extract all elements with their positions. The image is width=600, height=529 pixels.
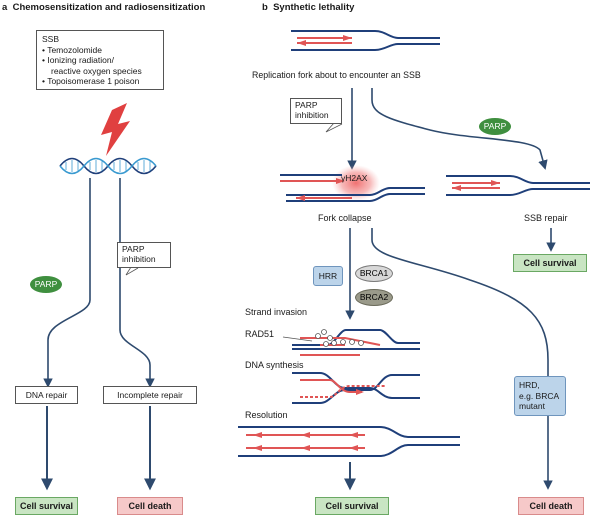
ssb-box: SSB Temozolomide Ionizing radiation/ rea… [36,30,164,90]
hrd-box: HRD, e.g. BRCA mutant [514,376,566,416]
collapsed-fork [280,174,425,202]
fork-collapse-label: Fork collapse [318,213,372,223]
ssb-item: reactive oxygen species [51,65,142,76]
cell-survival-bottom: Cell survival [315,497,389,515]
strand-invasion-label: Strand invasion [245,307,308,317]
resolution-graphic [238,426,460,457]
panel-a-letter: a [2,2,8,13]
rad51-beads [315,329,364,347]
incomplete-repair-box: Incomplete repair [103,386,197,404]
parp-inhibition-line: inhibition [295,109,329,120]
ssb-box-title: SSB [42,34,60,44]
rad51-label: RAD51 [245,329,275,339]
parp-inhibition-callout-a: PARP inhibition [117,242,171,268]
resolution-label: Resolution [245,410,288,420]
panel-b-letter: b [262,2,268,13]
dna-synthesis-label: DNA synthesis [245,360,304,370]
replication-fork-top [291,30,440,51]
ssb-repair-fork [446,175,590,196]
dna-helix [59,157,157,175]
parp-inhibition-line: PARP [122,244,145,254]
cell-death-b: Cell death [518,497,584,515]
hrd-line: e.g. BRCA [519,390,560,401]
arrow-to-incomplete-repair [119,178,155,388]
parp-inhibition-line: PARP [295,100,318,110]
parp-oval-b: PARP [479,118,511,135]
dna-repair-box: DNA repair [15,386,78,404]
panel-a-header: a Chemosensitization and radiosensitizat… [2,2,205,13]
lightning-icon [101,103,130,156]
brca1-oval: BRCA1 [355,265,393,282]
ssb-item: Topoisomerase 1 poison [42,76,158,87]
cell-survival-a: Cell survival [15,497,78,515]
hrr-box: HRR [313,266,343,286]
panel-a-title: Chemosensitization and radiosensitizatio… [12,2,206,13]
parp-inhibition-callout-b: PARP inhibition [290,98,342,124]
ssb-item: Ionizing radiation/ [42,55,114,65]
cell-death-a: Cell death [117,497,183,515]
strand-invasion-graphic [292,329,420,356]
brca2-oval: BRCA2 [355,289,393,306]
panel-b-title: Synthetic lethality [273,2,355,13]
hrd-line: HRD, [519,380,540,390]
parp-inhibition-line: inhibition [122,253,156,264]
ssb-item: Temozolomide [42,45,158,56]
cell-survival-right: Cell survival [513,254,587,272]
arrow-to-ssb-repair-fork [371,88,548,170]
arrow-to-cell-death-b [371,228,553,490]
hrd-line: mutant [519,401,545,411]
dna-synthesis-graphic [292,372,420,404]
panel-b-header: b Synthetic lethality [262,2,354,13]
arrow-to-dna-repair [43,178,91,388]
parp-oval-a: PARP [30,276,62,293]
replication-fork-label: Replication fork about to encounter an S… [252,70,421,80]
h2ax-label: γH2AX [341,173,368,183]
ssb-repair-label: SSB repair [524,213,568,223]
